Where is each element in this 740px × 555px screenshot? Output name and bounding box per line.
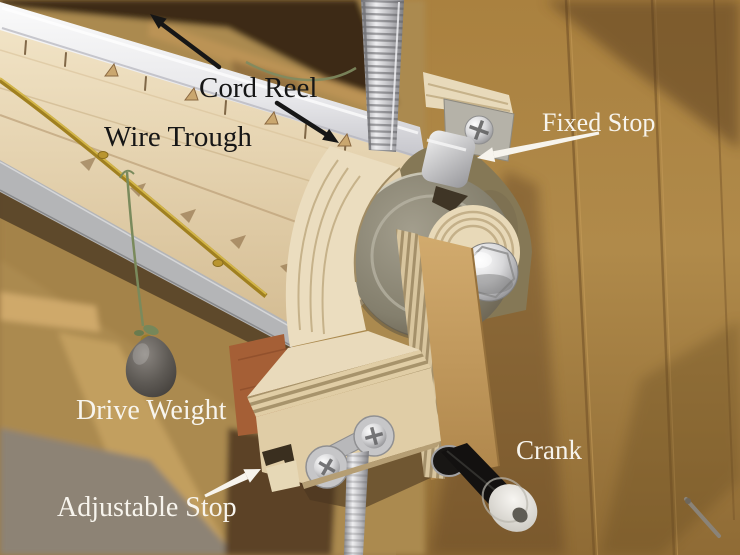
label-cord-reel: Cord Reel xyxy=(199,72,317,104)
label-drive-weight: Drive Weight xyxy=(76,395,227,426)
crank-assembly xyxy=(431,443,538,532)
floor xyxy=(0,428,235,555)
shadow-band-top xyxy=(0,0,398,105)
fixed-stop-block xyxy=(421,130,476,188)
weight-cord xyxy=(125,171,145,327)
brass-cleat xyxy=(212,259,224,267)
phillips-cross xyxy=(318,458,336,476)
label-fixed-stop: Fixed Stop xyxy=(542,108,655,137)
notch-ticks xyxy=(24,40,347,151)
brass-wire xyxy=(0,77,268,298)
door-shadow-diagonal xyxy=(600,320,740,555)
phillips-cross xyxy=(469,120,489,140)
label-crank: Crank xyxy=(516,435,582,465)
door-shadow-top-right xyxy=(545,0,740,150)
label-wire-trough: Wire Trough xyxy=(104,121,252,153)
cord-loop xyxy=(245,60,357,82)
wood-pegs xyxy=(104,62,352,147)
cord-reel-pipe xyxy=(0,2,426,164)
door-groove xyxy=(564,0,596,555)
cord-reel-arrow-up xyxy=(150,14,222,70)
drive-weight-assembly xyxy=(119,169,177,398)
clamp-threaded-rod xyxy=(361,0,404,152)
bench-rail xyxy=(0,292,100,332)
block-plywood-edge xyxy=(247,350,431,417)
adjustable-stop-block xyxy=(256,368,441,483)
metal-pin xyxy=(684,497,721,538)
clamp-rod-bottom xyxy=(344,451,369,555)
bench-leg xyxy=(58,332,232,555)
brass-cleat xyxy=(97,151,109,159)
phillips-cross xyxy=(364,426,384,446)
plywood-curved-arm xyxy=(285,146,400,347)
adjustable-stop-arrow xyxy=(204,469,261,498)
cord-reel-arrow-down xyxy=(274,100,339,143)
aluminum-strip xyxy=(0,160,298,348)
fixed-stop-arrow xyxy=(477,131,600,162)
stop-gap-shadow xyxy=(432,186,468,212)
cord-knot xyxy=(143,324,159,336)
label-adjustable-stop: Adjustable Stop xyxy=(57,492,237,523)
drive-weight xyxy=(125,335,177,398)
back-rail xyxy=(148,20,372,108)
winder-bracket xyxy=(229,72,532,510)
beam-under-shadow xyxy=(0,192,292,362)
block-under-shadow xyxy=(300,441,448,510)
